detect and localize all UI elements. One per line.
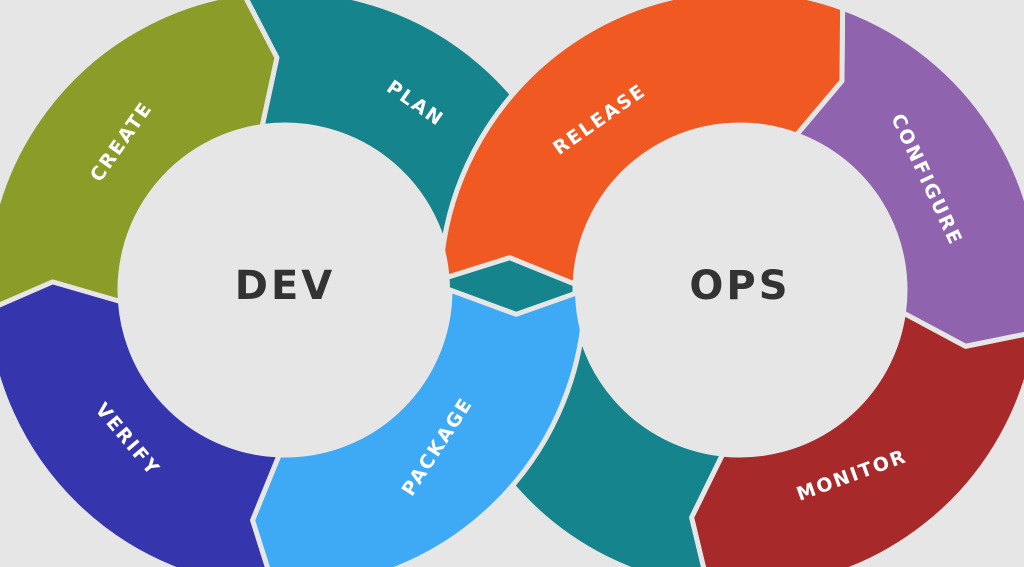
- ops-label: OPS: [689, 263, 790, 309]
- dev-center-circle: [120, 125, 450, 455]
- ops-center-circle: [575, 125, 905, 455]
- dev-label: DEV: [235, 263, 335, 309]
